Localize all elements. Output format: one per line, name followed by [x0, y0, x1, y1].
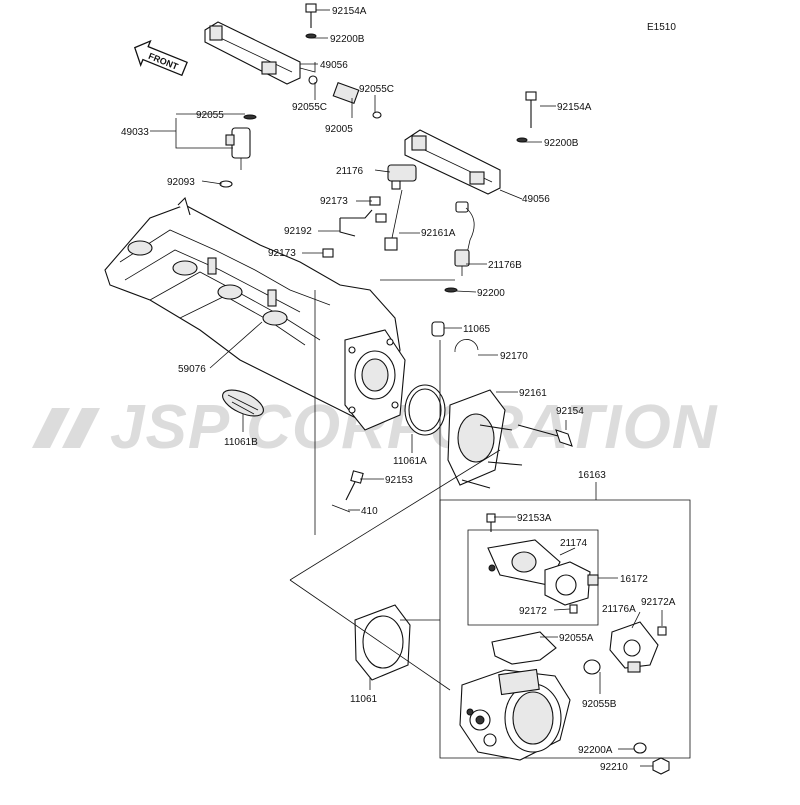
leader-lines [150, 9, 663, 767]
isc-valve-16172 [544, 561, 599, 606]
washer-92200a [633, 742, 647, 754]
label-11061: 11061 [350, 694, 378, 705]
gasket-11061a [404, 384, 446, 436]
label-92161: 92161 [519, 388, 547, 399]
bolt-92154 [517, 424, 573, 447]
label-92210: 92210 [600, 762, 628, 773]
label-92172: 92172 [519, 606, 547, 617]
sensor-21176 [322, 164, 417, 258]
label-16172: 16172 [620, 574, 648, 585]
label-92154: 92154 [556, 406, 584, 417]
label-16163: 16163 [578, 470, 606, 481]
label-92055c-right: 92055C [359, 84, 394, 95]
assembly-box-16163 [439, 499, 691, 759]
label-21174: 21174 [560, 538, 588, 549]
spacer-92161 [447, 389, 523, 489]
bolt-92154a-top [305, 3, 317, 39]
label-92153a: 92153A [517, 513, 552, 524]
gasket-92055a [491, 631, 557, 665]
label-92055: 92055 [196, 110, 224, 121]
label-92093: 92093 [167, 177, 195, 188]
sensor-21176b [444, 201, 475, 293]
front-arrow-icon: FRONT [133, 39, 188, 77]
label-11061b: 11061B [224, 437, 258, 448]
assembly-box-16172 [467, 529, 599, 626]
fuel-rail-upper-left [204, 21, 316, 85]
label-92170: 92170 [500, 351, 528, 362]
label-92200a: 92200A [578, 745, 613, 756]
label-410: 410 [361, 506, 378, 517]
label-92192: 92192 [284, 226, 312, 237]
sensor-bracket-21174 [487, 539, 561, 586]
label-92153: 92153 [385, 475, 413, 486]
screw-92172a [657, 626, 667, 636]
label-11065: 11065 [463, 324, 491, 335]
label-49056-right: 49056 [522, 194, 550, 205]
label-92154a-top: 92154A [332, 6, 367, 17]
sensor-21176a [609, 621, 659, 673]
fuel-rail-right [404, 129, 501, 195]
screw-92172 [569, 604, 578, 614]
injector-49033 [219, 114, 257, 188]
label-92055a: 92055A [559, 633, 594, 644]
label-92172a: 92172A [641, 597, 676, 608]
label-92161a: 92161A [421, 228, 456, 239]
screen-11061b [222, 389, 264, 417]
label-92154a-right: 92154A [557, 102, 592, 113]
bolt-92154a-right [516, 91, 537, 143]
label-49033: 49033 [121, 127, 149, 138]
clip-92170 [454, 339, 479, 353]
diagram-code: E1510 [647, 22, 676, 33]
washer-410 [331, 504, 351, 513]
oring-92055b [583, 659, 601, 675]
label-92055b: 92055B [582, 699, 617, 710]
intake-manifold-59076 [104, 196, 406, 431]
label-21176: 21176 [336, 166, 364, 177]
part-labels: 92154A 92200B 49056 92055C 92055C 92005 … [121, 6, 676, 773]
throttle-body [459, 668, 571, 761]
label-92200b-right: 92200B [544, 138, 579, 149]
label-59076: 59076 [178, 364, 206, 375]
bolt-92153 [345, 470, 364, 501]
label-49056-top: 49056 [320, 60, 348, 71]
cap-11065 [431, 321, 445, 337]
label-92005: 92005 [325, 124, 353, 135]
label-92055c-left: 92055C [292, 102, 327, 113]
label-21176a: 21176A [602, 604, 636, 615]
label-21176b: 21176B [488, 260, 522, 271]
screw-92153a [486, 513, 496, 532]
label-92200: 92200 [477, 288, 505, 299]
label-92173-bottom: 92173 [268, 248, 296, 259]
label-11061a: 11061A [393, 456, 427, 467]
label-92173-top: 92173 [320, 196, 348, 207]
nut-92210 [652, 757, 670, 775]
label-92200b-top: 92200B [330, 34, 365, 45]
gasket-11061 [354, 604, 411, 681]
